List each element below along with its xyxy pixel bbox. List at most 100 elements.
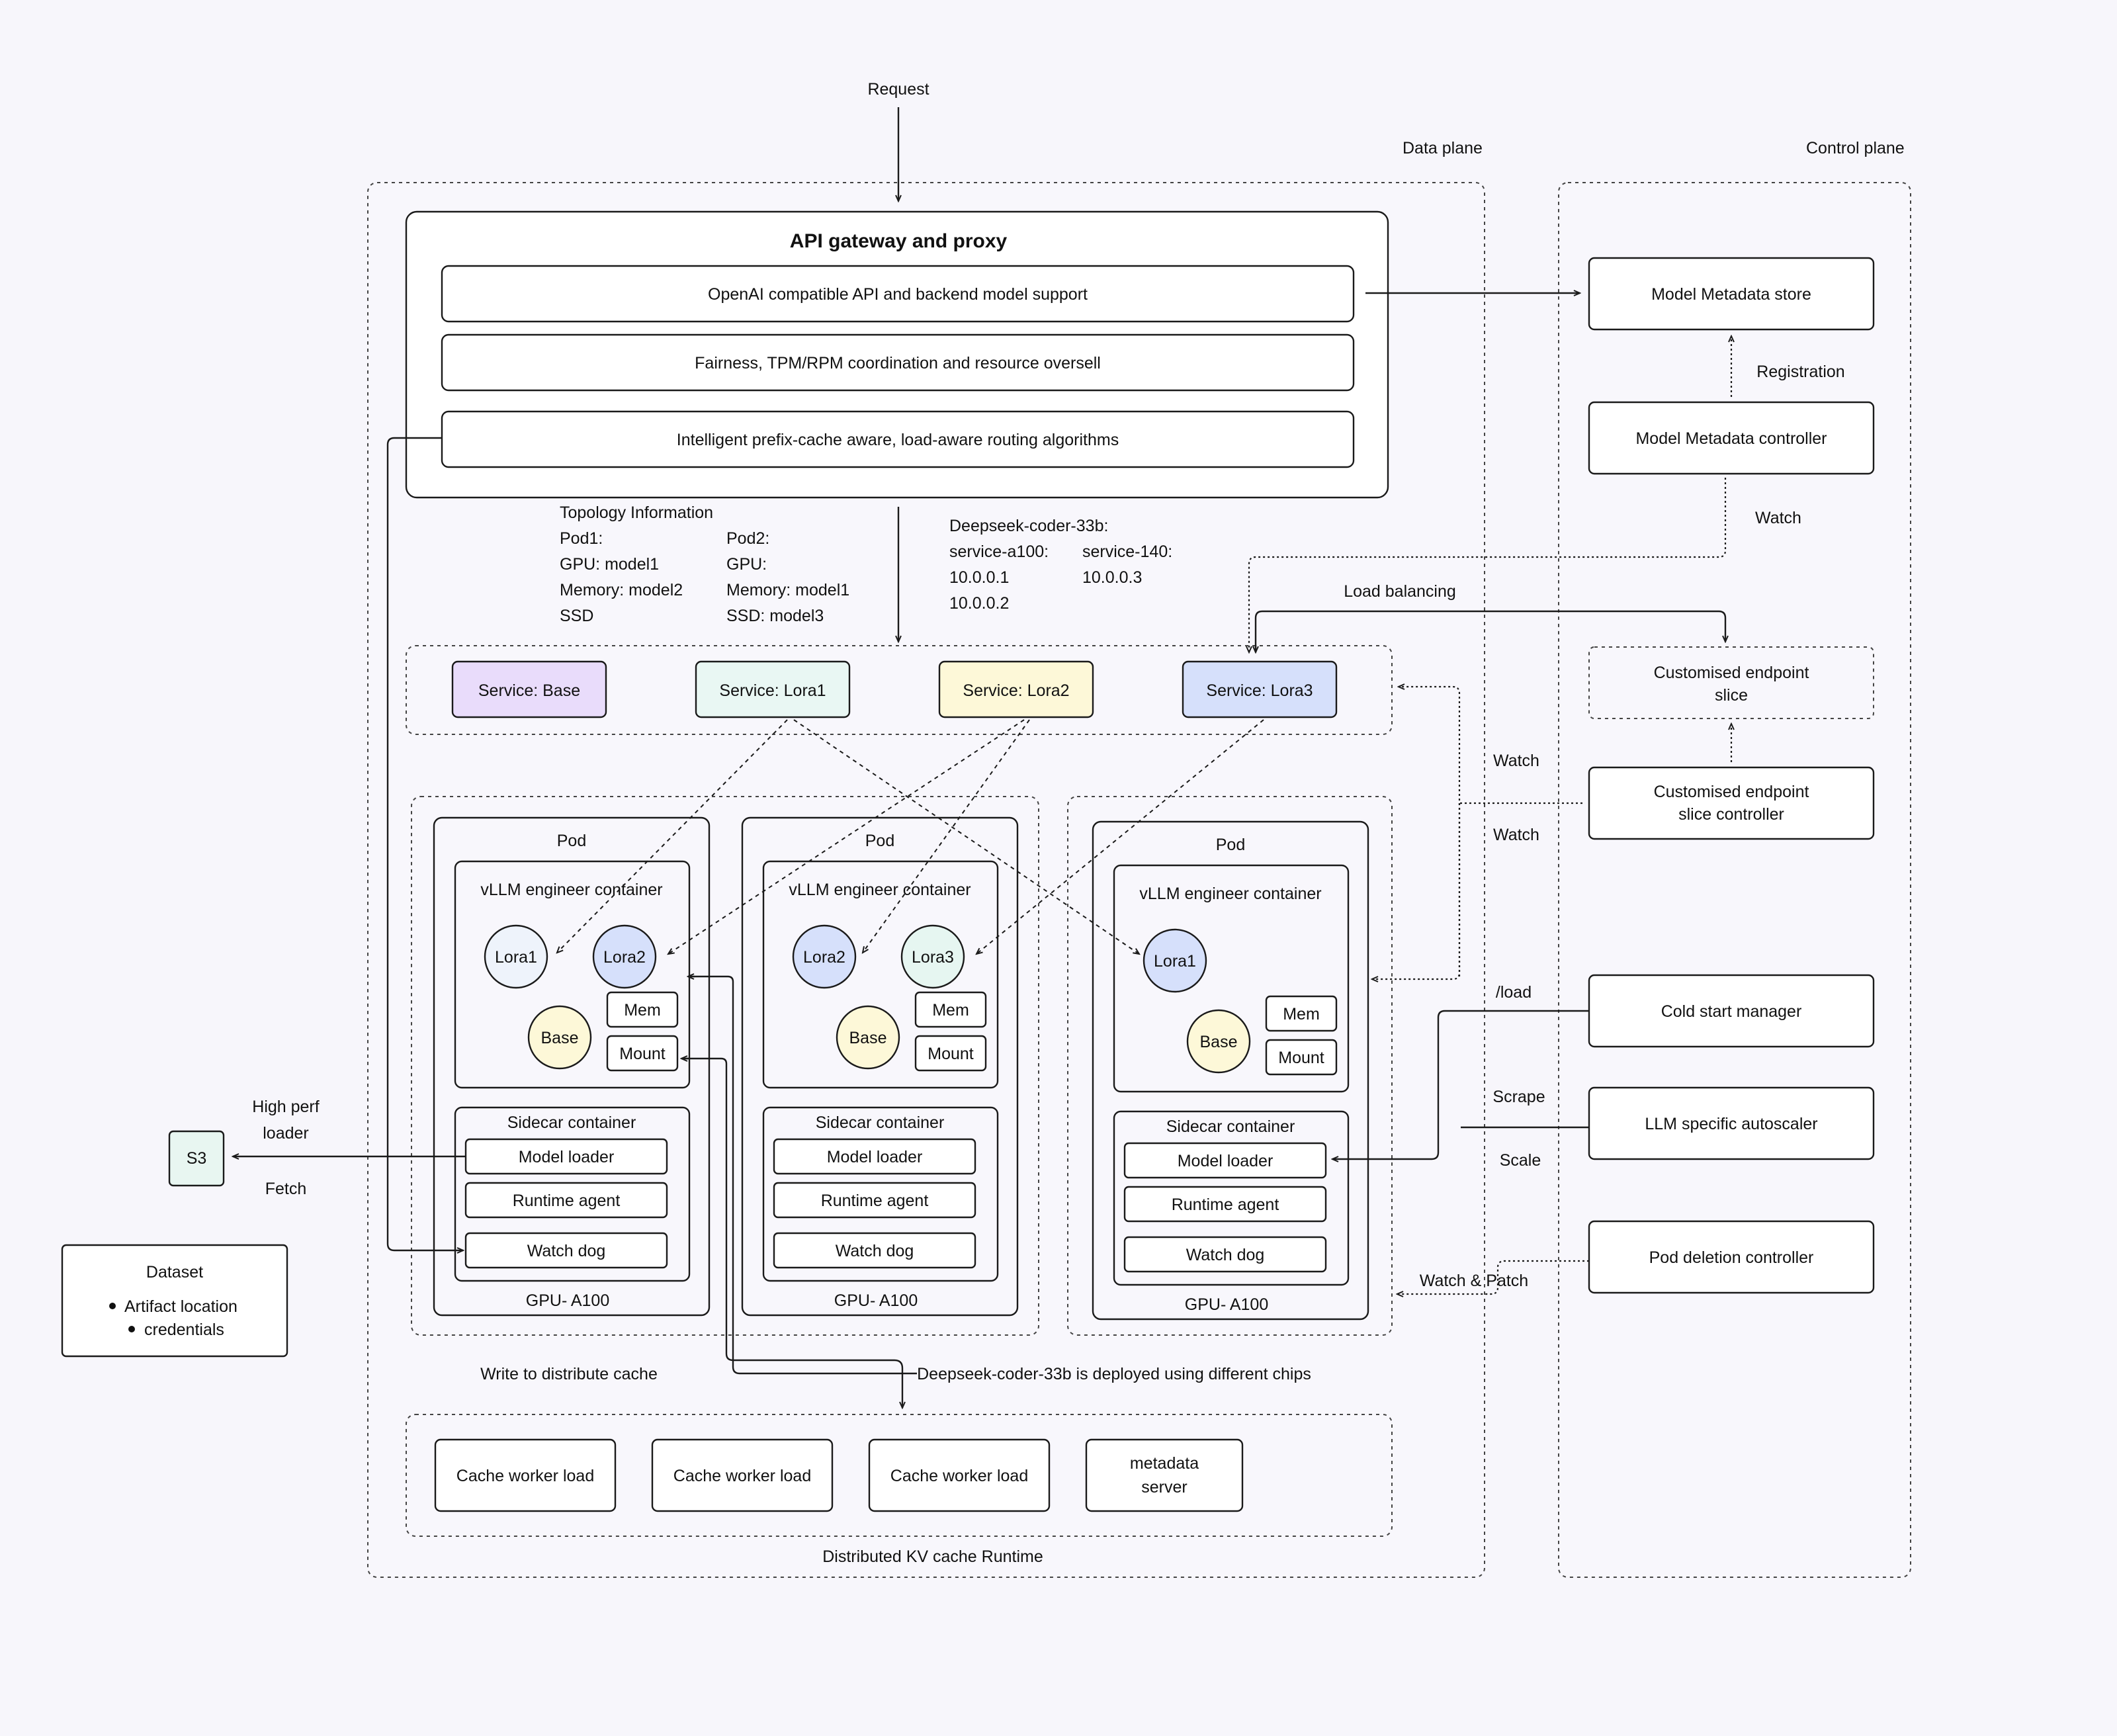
pod-3-model-loader [1123, 1142, 1327, 1179]
write-cache-label: Write to distribute cache [480, 1365, 658, 1383]
deepseek-a100-ip1: 10.0.0.1 [949, 568, 1009, 587]
link-lora1-to-pod3 [793, 719, 1139, 954]
pod-2-lora2-circle [792, 924, 857, 989]
model-metadata-controller-label: Model Metadata controller [1635, 429, 1827, 448]
gateway-row-routing-label: Intelligent prefix-cache aware, load-awa… [677, 431, 1119, 449]
pod-3-title: Pod [1216, 836, 1245, 854]
pod-3-box [1092, 820, 1369, 1321]
pod-3-mount-label: Mount [1278, 1049, 1324, 1067]
pod-3-lora1-circle [1143, 928, 1207, 993]
endpoint-slice-label-1: Customised endpoint [1654, 664, 1809, 682]
pod-3-watch-dog [1123, 1236, 1327, 1273]
pod-2-base-circle [836, 1005, 900, 1070]
control-plane-region [1558, 182, 1911, 1578]
topology-pod1-gpu: GPU: model1 [560, 555, 659, 574]
link-lora2-to-pod2 [863, 719, 1030, 953]
pod-2-mem-label: Mem [932, 1001, 969, 1020]
pod-2-mount-box [914, 1035, 987, 1072]
pod-2-mount-label: Mount [928, 1045, 974, 1063]
services-region [406, 645, 1393, 735]
watch-patch-label: Watch & Patch [1420, 1272, 1528, 1290]
pod-2-gpu-label: GPU- A100 [834, 1291, 918, 1310]
service-lora1-label: Service: Lora1 [719, 681, 826, 700]
pod-2-engine-box [762, 860, 999, 1089]
model-metadata-store-label: Model Metadata store [1651, 285, 1811, 304]
pod-1-mount-label: Mount [619, 1045, 666, 1063]
deepseek-heading: Deepseek-coder-33b: [949, 517, 1108, 535]
metadata-server [1085, 1438, 1244, 1512]
pod-2-model-loader-label: Model loader [827, 1148, 923, 1166]
pod-2-watch-dog [773, 1232, 976, 1269]
cache-worker-1 [434, 1438, 617, 1512]
pod-3-lora1-label: Lora1 [1154, 952, 1196, 971]
data-plane-region [367, 182, 1485, 1578]
pod-3-model-loader-label: Model loader [1178, 1152, 1274, 1170]
topology-pod2-gpu: GPU: [726, 555, 767, 574]
pod-2-mem-box [914, 991, 987, 1028]
pod-3-base-label: Base [1200, 1033, 1238, 1051]
pod-2-base-label: Base [849, 1029, 887, 1047]
customised-endpoint-slice-controller [1588, 766, 1875, 840]
dataset-box [61, 1244, 288, 1358]
metadata-server-label-2: server [1141, 1478, 1187, 1497]
scale-label: Scale [1500, 1151, 1541, 1170]
pod-1-runtime-agent [464, 1182, 668, 1219]
model-metadata-store [1588, 257, 1875, 331]
pod-1-mem-label: Mem [624, 1001, 661, 1020]
dataset-item-credentials: credentials [144, 1321, 224, 1339]
pod-3-mem-box [1265, 995, 1338, 1032]
pod-1-model-loader-label: Model loader [519, 1148, 615, 1166]
pod-1-runtime-agent-label: Runtime agent [513, 1192, 621, 1210]
topology-pod1-name: Pod1: [560, 529, 603, 548]
routing-to-watchdog-line [386, 437, 463, 1250]
lora2-to-deploy-line [688, 975, 917, 1375]
gateway-row-openai-label: OpenAI compatible API and backend model … [708, 285, 1088, 304]
pod-1-box [433, 816, 711, 1317]
topology-pod2-name: Pod2: [726, 529, 769, 548]
pod-deletion-controller-label: Pod deletion controller [1649, 1248, 1814, 1267]
model-metadata-controller [1588, 401, 1875, 475]
pod-3-sidecar-box [1113, 1110, 1350, 1286]
fetch-label: Fetch [265, 1180, 307, 1198]
cold-start-load-line [1332, 1010, 1589, 1159]
pod-1-lora1-label: Lora1 [495, 948, 537, 967]
cold-start-manager-label: Cold start manager [1661, 1002, 1802, 1021]
dataset-bullet-2 [128, 1326, 135, 1332]
llm-specific-autoscaler [1588, 1086, 1875, 1160]
watch-label-pods: Watch [1493, 826, 1539, 844]
pod-3-runtime-agent [1123, 1186, 1327, 1223]
topology-pod2-memory: Memory: model1 [726, 581, 849, 599]
pod-1-mount-box [606, 1035, 679, 1072]
cache-worker-1-label: Cache worker load [456, 1467, 594, 1485]
pod-3-sidecar-label: Sidecar container [1166, 1117, 1295, 1136]
pod-1-mem-box [606, 991, 679, 1028]
endpoint-slice-controller-label-2: slice controller [1678, 805, 1784, 824]
pod-3-mem-label: Mem [1283, 1005, 1320, 1023]
pod-2-lora2-label: Lora2 [803, 948, 845, 967]
watch-label-top: Watch [1755, 509, 1801, 527]
deepseek-h140-label: service-140: [1082, 542, 1172, 561]
pod-1-lora2-label: Lora2 [603, 948, 646, 967]
pod-1-watch-dog [464, 1232, 668, 1269]
link-lora1-to-pod1 [557, 719, 788, 953]
pod-2-lora3-circle [900, 924, 965, 989]
pod-3-mount-box [1265, 1039, 1338, 1076]
link-lora3-to-pod2 [976, 719, 1264, 954]
mount-to-deploy-line [681, 1057, 902, 1408]
service-lora3 [1182, 660, 1338, 718]
cache-worker-3-label: Cache worker load [890, 1467, 1028, 1485]
data-plane-label: Data plane [1403, 139, 1483, 157]
deployed-chips-label: Deepseek-coder-33b is deployed using dif… [917, 1365, 1311, 1383]
dataset-bullet-1 [109, 1303, 116, 1309]
pods-region-left [411, 796, 1039, 1336]
api-gateway-title: API gateway and proxy [790, 230, 1008, 252]
load-label: /load [1496, 983, 1532, 1002]
high-perf-label: High perf [252, 1098, 319, 1116]
s3-box [168, 1130, 225, 1187]
llm-specific-autoscaler-label: LLM specific autoscaler [1645, 1115, 1817, 1133]
endpoint-slice-controller-label-1: Customised endpoint [1654, 783, 1809, 801]
pod-1-sidecar-box [454, 1106, 691, 1282]
pod-3-base-circle [1186, 1009, 1251, 1074]
pod-1-gpu-label: GPU- A100 [526, 1291, 609, 1310]
